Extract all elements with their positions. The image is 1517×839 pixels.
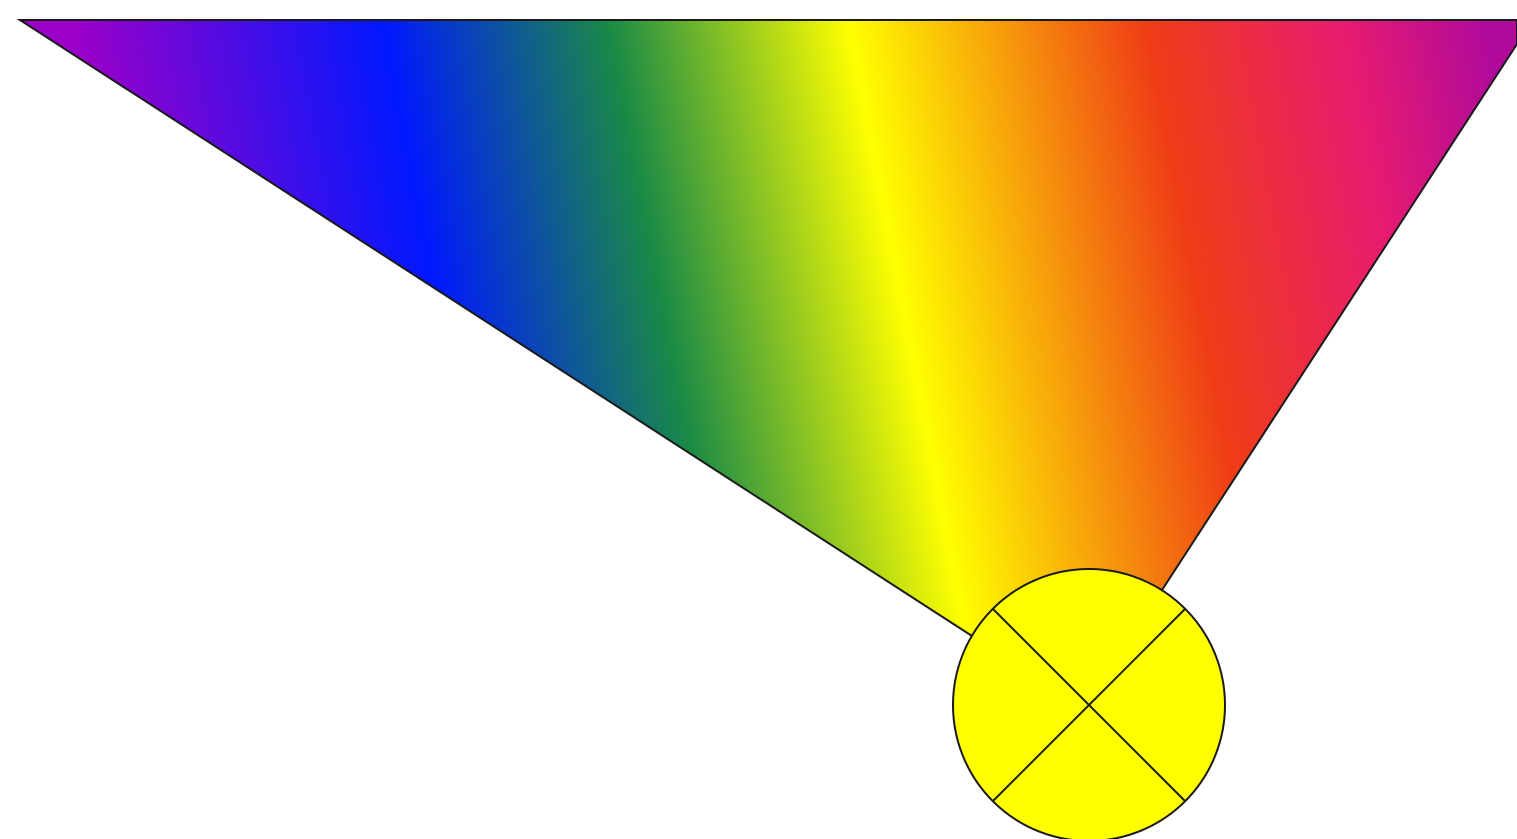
lamp-symbol: [953, 569, 1225, 839]
light-beam-spectrum: [20, 20, 1517, 636]
